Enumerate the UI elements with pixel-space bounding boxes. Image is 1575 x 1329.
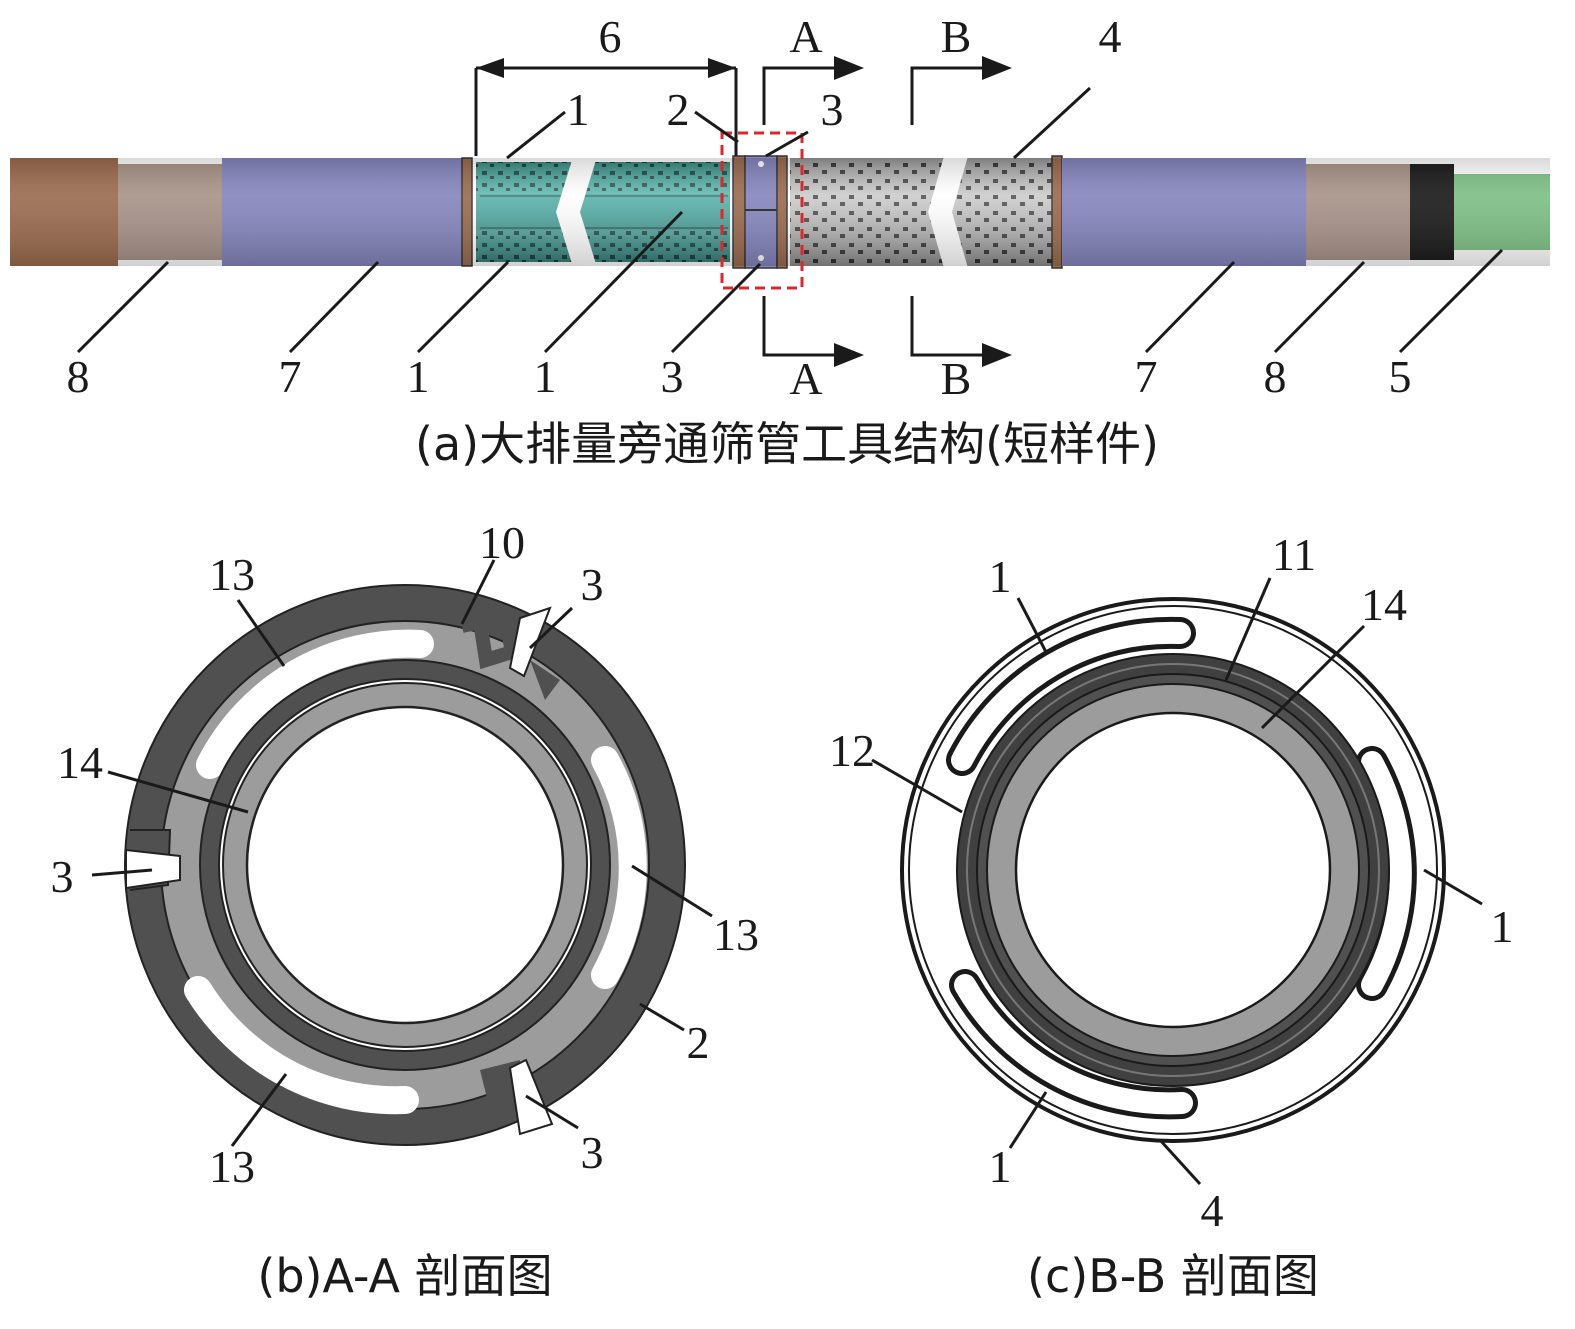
svg-text:3: 3 — [581, 559, 604, 610]
label-screen-top: 4 — [1099, 11, 1122, 62]
dimension-span-6: 6 — [474, 11, 738, 156]
svg-text:B: B — [941, 353, 972, 404]
label-6: 6 — [599, 11, 622, 62]
bore-aa — [245, 705, 565, 1025]
key-notch-3-left — [125, 848, 181, 890]
section-arrow-b: B B — [910, 11, 1012, 404]
svg-text:B: B — [941, 11, 972, 62]
slot-13-bottom — [184, 976, 419, 1115]
svg-text:3: 3 — [581, 1127, 604, 1178]
svg-text:13: 13 — [209, 1141, 255, 1192]
slot-13-top — [196, 629, 434, 779]
label-bottom-3: 1 — [407, 351, 430, 402]
detail-highlight-box — [720, 131, 804, 290]
svg-text:10: 10 — [479, 517, 525, 568]
svg-text:A: A — [789, 353, 822, 404]
panel-c-section-bb: 1 11 14 12 1 1 4 (c)B-B 剖面图 — [829, 529, 1514, 1303]
svg-text:2: 2 — [687, 1017, 710, 1068]
svg-text:11: 11 — [1272, 529, 1316, 580]
label-bottom-7: 8 — [1264, 351, 1287, 402]
svg-text:A: A — [789, 11, 822, 62]
label-bottom-4: 1 — [534, 351, 557, 402]
svg-text:12: 12 — [829, 725, 875, 776]
panel-a-tool-assembly: 6 A A B B 1 2 3 4 8 — [10, 11, 1550, 471]
panel-b-section-aa: 10 13 3 14 3 13 2 13 3 (b)A-A 剖面图 — [51, 517, 760, 1303]
label-bottom-1: 8 — [67, 351, 90, 402]
label-ring-top: 2 — [667, 84, 690, 135]
caption-a: (a)大排量旁通筛管工具结构(短样件) — [415, 417, 1159, 471]
label-key-top: 3 — [821, 84, 844, 135]
svg-text:14: 14 — [1361, 579, 1407, 630]
section-arrow-a: A A — [762, 11, 864, 404]
label-bottom-2: 7 — [279, 351, 302, 402]
caption-b: (b)A-A 剖面图 — [257, 1249, 552, 1303]
label-bottom-8: 5 — [1389, 351, 1412, 402]
svg-text:13: 13 — [209, 549, 255, 600]
bore-bb — [1014, 711, 1332, 1029]
svg-text:1: 1 — [989, 1141, 1012, 1192]
svg-text:1: 1 — [1491, 901, 1514, 952]
svg-text:1: 1 — [989, 551, 1012, 602]
label-tube-top: 1 — [567, 84, 590, 135]
key-notch-3-bottom — [508, 1058, 554, 1136]
svg-text:14: 14 — [57, 737, 103, 788]
svg-text:13: 13 — [713, 909, 759, 960]
caption-c: (c)B-B 剖面图 — [1027, 1249, 1319, 1303]
key-notch-3-top — [508, 606, 552, 678]
label-bottom-5: 3 — [661, 351, 684, 402]
svg-text:3: 3 — [51, 851, 74, 902]
svg-text:4: 4 — [1201, 1185, 1224, 1236]
label-bottom-6: 7 — [1135, 351, 1158, 402]
